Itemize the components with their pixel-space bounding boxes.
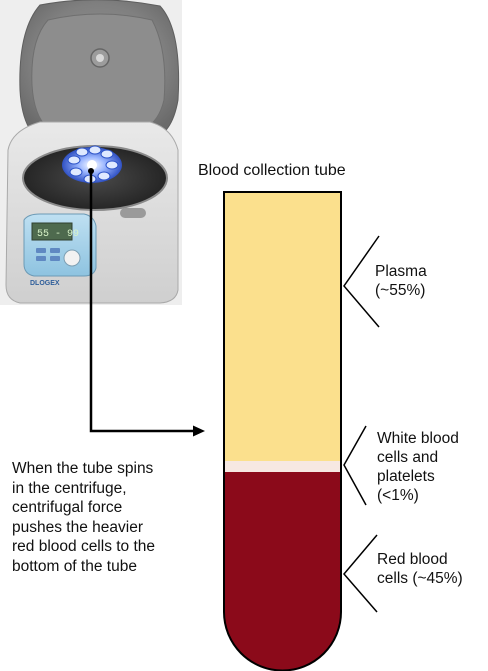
panel-button-down (36, 256, 46, 261)
rotor-hub (87, 160, 97, 170)
tube-outline (223, 191, 342, 671)
rotor-tubes (67, 145, 119, 184)
buffy-coat-label: White blood cells and platelets (<1%) (377, 430, 459, 504)
brand-logo: DLOGEX (30, 280, 60, 287)
connector-arrow (88, 168, 205, 437)
arrow-origin-dot (88, 168, 94, 174)
tube-title: Blood collection tube (198, 162, 346, 179)
centrifuge-caption: When the tube spins in the centrifuge, c… (12, 460, 156, 575)
arrow-line (89, 171, 195, 433)
plasma-label: Plasma (~55%) (375, 263, 427, 299)
lid-inner-panel (31, 13, 166, 131)
arrow-head (193, 425, 205, 437)
plasma-bracket (343, 235, 380, 328)
side-latch (120, 208, 146, 218)
buffy-bracket (343, 425, 367, 506)
lid-knob-center (96, 54, 104, 62)
blood-collection-tube (223, 191, 342, 671)
red-cells-layer (224, 472, 341, 671)
buffy-coat-layer (224, 461, 341, 472)
panel-button-left (50, 248, 60, 253)
red-cells-label: Red blood cells (~45%) (377, 551, 463, 587)
lcd-display (31, 222, 73, 241)
start-button (63, 249, 81, 267)
panel-button-right (50, 256, 60, 261)
lcd-display-value: 55 - 99 (37, 229, 79, 240)
red-cells-bracket (343, 534, 378, 613)
plasma-layer (224, 192, 341, 461)
panel-button-up (36, 248, 46, 253)
